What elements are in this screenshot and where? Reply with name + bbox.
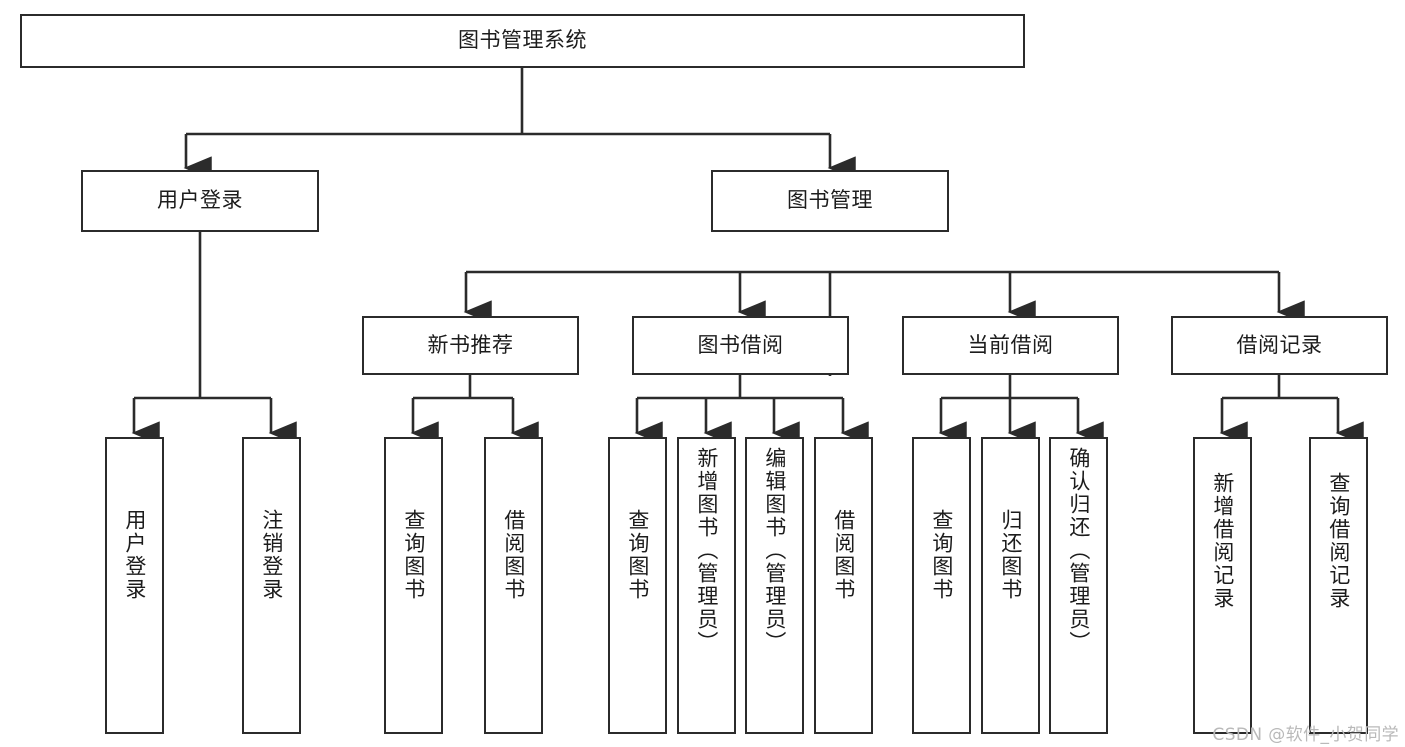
node-leaf-user-logout[interactable]: 注销登录 — [242, 437, 301, 734]
node-new-book-rec-label: 新书推荐 — [427, 332, 514, 357]
node-current-borrow[interactable]: 当前借阅 — [902, 316, 1119, 375]
node-leaf-query-record[interactable]: 查询借阅记录 — [1309, 437, 1368, 734]
node-leaf-borrow-book-2-label: 借阅图书 — [831, 509, 856, 601]
node-leaf-add-record-label: 新增借阅记录 — [1210, 472, 1235, 610]
node-leaf-user-login[interactable]: 用户登录 — [105, 437, 164, 734]
node-current-borrow-label: 当前借阅 — [967, 332, 1054, 357]
node-user-login-label: 用户登录 — [157, 188, 243, 213]
node-leaf-edit-book[interactable]: 编辑图书（管理员） — [745, 437, 804, 734]
node-book-manage[interactable]: 图书管理 — [711, 170, 949, 232]
node-root-label: 图书管理系统 — [458, 28, 587, 53]
node-book-borrow[interactable]: 图书借阅 — [632, 316, 849, 375]
node-leaf-borrow-book-1-label: 借阅图书 — [501, 509, 526, 601]
node-leaf-add-record[interactable]: 新增借阅记录 — [1193, 437, 1252, 734]
csdn-watermark: CSDN @软件_小贺同学 — [1212, 725, 1399, 745]
node-book-borrow-label: 图书借阅 — [697, 332, 784, 357]
node-leaf-borrow-book-1[interactable]: 借阅图书 — [484, 437, 543, 734]
node-leaf-confirm-return-label: 确认归还（管理员） — [1066, 447, 1091, 654]
node-new-book-rec[interactable]: 新书推荐 — [362, 316, 579, 375]
node-leaf-add-book-label: 新增图书（管理员） — [694, 447, 719, 654]
node-leaf-user-login-label: 用户登录 — [122, 509, 147, 601]
node-leaf-query-book-2-label: 查询图书 — [625, 509, 650, 601]
node-leaf-query-book-3-label: 查询图书 — [929, 509, 954, 601]
node-leaf-return-book-label: 归还图书 — [998, 509, 1023, 601]
node-borrow-record[interactable]: 借阅记录 — [1171, 316, 1388, 375]
node-leaf-query-book-1-label: 查询图书 — [401, 509, 426, 601]
node-leaf-user-logout-label: 注销登录 — [259, 509, 284, 601]
node-leaf-query-book-3[interactable]: 查询图书 — [912, 437, 971, 734]
node-leaf-query-book-1[interactable]: 查询图书 — [384, 437, 443, 734]
node-leaf-edit-book-label: 编辑图书（管理员） — [762, 447, 787, 654]
node-leaf-borrow-book-2[interactable]: 借阅图书 — [814, 437, 873, 734]
node-borrow-record-label: 借阅记录 — [1236, 332, 1323, 357]
node-leaf-return-book[interactable]: 归还图书 — [981, 437, 1040, 734]
node-book-manage-label: 图书管理 — [787, 188, 873, 213]
node-root[interactable]: 图书管理系统 — [20, 14, 1025, 68]
node-leaf-confirm-return[interactable]: 确认归还（管理员） — [1049, 437, 1108, 734]
node-leaf-query-record-label: 查询借阅记录 — [1326, 472, 1351, 610]
node-user-login[interactable]: 用户登录 — [81, 170, 319, 232]
node-leaf-add-book[interactable]: 新增图书（管理员） — [677, 437, 736, 734]
node-leaf-query-book-2[interactable]: 查询图书 — [608, 437, 667, 734]
